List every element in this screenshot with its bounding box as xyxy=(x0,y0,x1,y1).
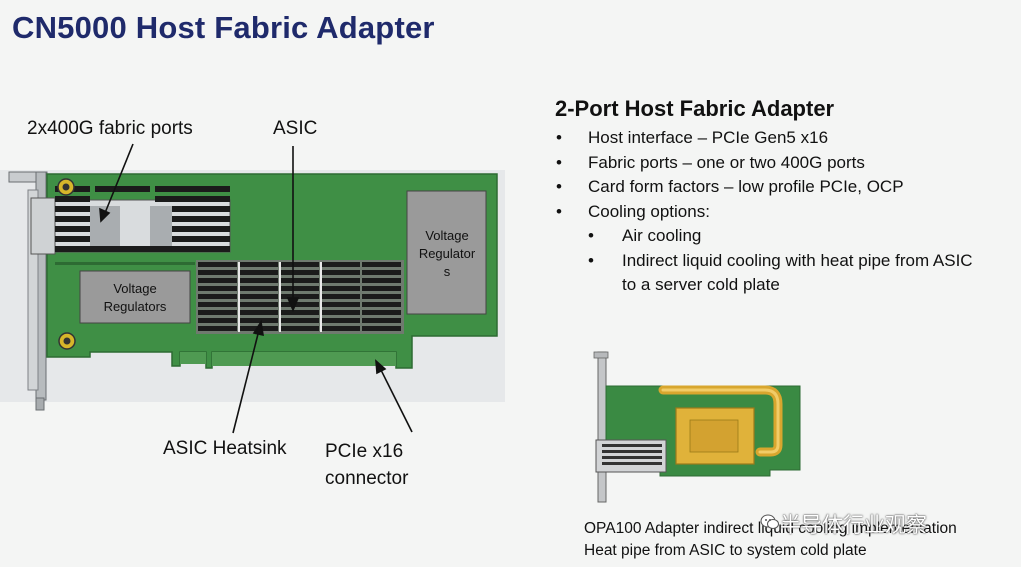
asic-heatsink-divider xyxy=(320,262,322,332)
pointer-heatsink-head xyxy=(252,319,264,337)
asic-heatsink-fin xyxy=(239,262,278,267)
asic-heatsink-fin xyxy=(198,318,237,323)
asic-heatsink-fin xyxy=(321,278,360,283)
asic-heatsink-fin xyxy=(362,262,401,267)
pcb-trace xyxy=(55,262,195,265)
asic-heatsink-fin xyxy=(321,262,360,267)
asic-heatsink-fin xyxy=(280,294,319,299)
pointer-pcie xyxy=(379,367,413,433)
asic-heatsink-fin xyxy=(239,294,278,299)
asic-heatsink-fin xyxy=(321,302,360,307)
label-pcie-connector: PCIe x16 connector xyxy=(325,438,408,492)
asic-heatsink-fin xyxy=(280,270,319,275)
asic-heatsink-fin xyxy=(362,310,401,315)
asic-heatsink-fin xyxy=(321,286,360,291)
asic-heatsink-fin xyxy=(198,310,237,315)
pointer-heatsink xyxy=(232,329,260,434)
page-title: CN5000 Host Fabric Adapter xyxy=(12,10,435,45)
asic-heatsink-fin xyxy=(280,302,319,307)
asic-heatsink-fin xyxy=(321,326,360,331)
asic-heatsink-fin xyxy=(280,286,319,291)
asic-heatsink-fin xyxy=(362,302,401,307)
asic-heatsink-fin xyxy=(321,270,360,275)
asic-heatsink-fin xyxy=(198,262,237,267)
asic-heatsink-fin xyxy=(198,326,237,331)
mounting-screw-top xyxy=(57,178,75,196)
label-pcie-line2: connector xyxy=(325,468,409,489)
asic-heatsink-divider xyxy=(238,262,240,332)
pointer-lines xyxy=(99,143,413,434)
bullet-cooling-options: Cooling options: xyxy=(555,200,1015,225)
asic-heatsink-fin xyxy=(321,294,360,299)
asic-heatsink-fin xyxy=(362,294,401,299)
feature-list-panel: 2-Port Host Fabric Adapter Host interfac… xyxy=(555,96,1015,298)
label-asic-heatsink: ASIC Heatsink xyxy=(163,438,287,459)
asic-heatsink-fin xyxy=(198,302,237,307)
asic-heatsink-fin xyxy=(362,318,401,323)
asic-heatsink-fin xyxy=(280,278,319,283)
asic-heatsink-fin xyxy=(362,286,401,291)
asic-heatsink xyxy=(196,260,404,334)
asic-heatsink-fin xyxy=(198,278,237,283)
asic-heatsink-fin xyxy=(239,278,278,283)
asic-heatsink-fin xyxy=(280,262,319,267)
wechat-icon xyxy=(760,514,779,529)
pcie-edge-connector xyxy=(180,352,396,366)
vr-left-label-1: Voltage xyxy=(113,281,156,296)
asic-heatsink-fin xyxy=(280,310,319,315)
asic-heatsink-fin xyxy=(198,270,237,275)
asic-heatsink-fin xyxy=(239,302,278,307)
vr-right-label-1: Voltage xyxy=(425,228,468,243)
label-asic: ASIC xyxy=(273,118,318,139)
asic-heatsink-fin xyxy=(239,270,278,275)
asic-heatsink-fin xyxy=(362,326,401,331)
vr-right-label-2: Regulator xyxy=(419,246,476,261)
vr-left-label-2: Regulators xyxy=(104,299,167,314)
bullet-host-interface: Host interface – PCIe Gen5 x16 xyxy=(555,126,1015,151)
asic-heatsink-divider xyxy=(279,262,281,332)
bullet-form-factors: Card form factors – low profile PCIe, OC… xyxy=(555,175,1015,200)
asic-heatsink-fin xyxy=(198,286,237,291)
asic-heatsink-fin xyxy=(362,278,401,283)
opa100-card-image xyxy=(593,351,801,503)
label-pcie-line1: PCIe x16 xyxy=(325,441,404,462)
sub-bullet-liquid-cooling-cont: to a server cold plate xyxy=(622,275,780,294)
pcie-bracket xyxy=(8,171,48,411)
label-fabric-ports: 2x400G fabric ports xyxy=(27,118,193,139)
asic-heatsink-fin xyxy=(198,294,237,299)
pointer-asic-head xyxy=(286,297,300,313)
feature-heading: 2-Port Host Fabric Adapter xyxy=(555,96,835,121)
voltage-regulator-right xyxy=(406,190,487,315)
sub-bullet-air-cooling: Air cooling xyxy=(555,224,1015,249)
mounting-screw-bottom xyxy=(58,332,76,350)
bullet-fabric-ports: Fabric ports – one or two 400G ports xyxy=(555,151,1015,176)
asic-heatsink-fin xyxy=(321,318,360,323)
vr-right-label-3: s xyxy=(444,264,451,279)
asic-heatsink-fin xyxy=(321,310,360,315)
asic-heatsink-fin xyxy=(362,270,401,275)
pointer-pcie-head xyxy=(375,359,387,375)
asic-heatsink-fin xyxy=(239,286,278,291)
caption-line2: Heat pipe from ASIC to system cold plate xyxy=(584,542,867,559)
pointer-fabric-ports-head xyxy=(99,207,111,223)
asic-heatsink-fin xyxy=(239,318,278,323)
pointer-fabric-ports xyxy=(104,143,134,214)
sub-bullet-liquid-cooling: Indirect liquid cooling with heat pipe f… xyxy=(555,249,1015,274)
watermark: 半导体行业观察 xyxy=(780,514,927,537)
voltage-regulators-left xyxy=(79,270,191,324)
asic-heatsink-fin xyxy=(280,326,319,331)
asic-heatsink-fin xyxy=(280,318,319,323)
asic-heatsink-fin xyxy=(239,310,278,315)
